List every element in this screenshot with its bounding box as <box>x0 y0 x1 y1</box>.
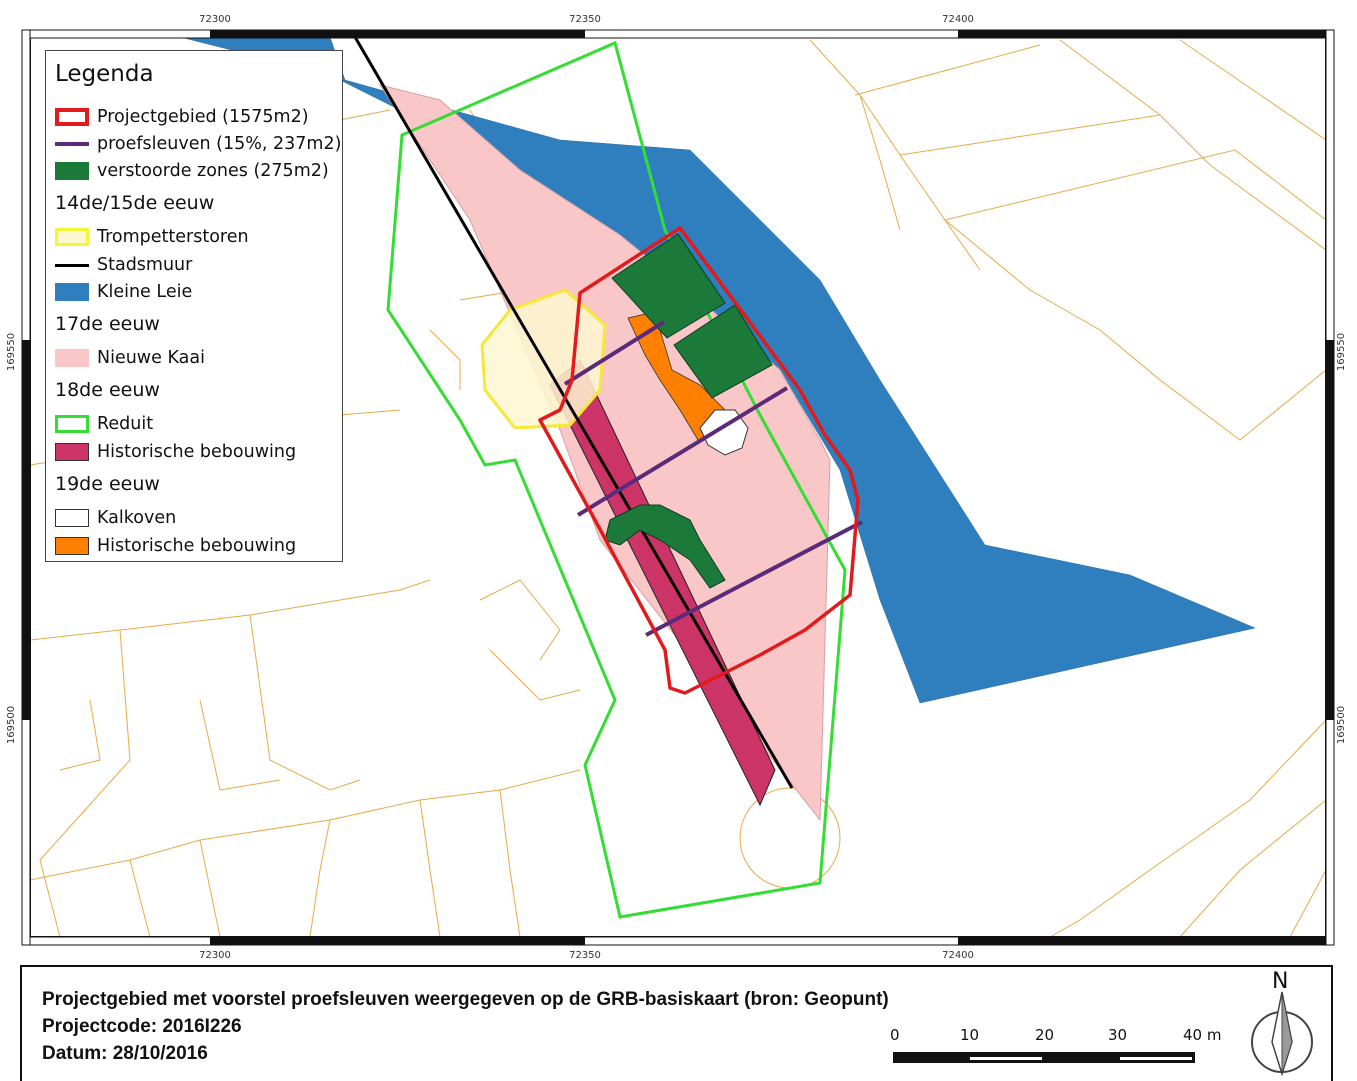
project-area <box>538 226 860 695</box>
legend-label: Reduit <box>97 414 154 434</box>
trench-swatch <box>55 142 89 146</box>
tower-swatch <box>55 228 89 246</box>
water-swatch <box>55 283 89 301</box>
legend-label: verstoorde zones (275m2) <box>97 161 329 181</box>
legend-item-trenches: proefsleuven (15%, 237m2) <box>55 132 341 156</box>
coord-left-0: 169550 <box>6 333 17 371</box>
legend-title: Legenda <box>55 61 154 87</box>
coord-top-0: 72300 <box>199 14 231 25</box>
legend-label: Historische bebouwing <box>97 442 297 462</box>
legend-label: Projectgebied (1575m2) <box>97 107 309 127</box>
scale-label-30: 30 <box>1108 1026 1128 1044</box>
coord-right-1: 169500 <box>1336 706 1347 744</box>
legend-label: Historische bebouwing <box>97 536 297 556</box>
disturbed-zones <box>604 233 773 589</box>
map-date: Datum: 28/10/2016 <box>42 1043 208 1064</box>
stadsmuur <box>353 36 794 789</box>
historic19-swatch <box>55 537 89 555</box>
scale-label-0: 0 <box>890 1026 900 1044</box>
historic18-swatch <box>55 443 89 461</box>
wall-swatch <box>55 263 89 267</box>
legend-item-tower: Trompetterstoren <box>55 225 249 249</box>
legend-label: Trompetterstoren <box>97 227 249 247</box>
legend-item-project: Projectgebied (1575m2) <box>55 105 309 129</box>
coord-bottom-1: 72350 <box>569 950 601 961</box>
legend-label: Kalkoven <box>97 508 177 528</box>
coord-top-2: 72400 <box>942 14 974 25</box>
kaai-swatch <box>55 349 89 367</box>
legend-item-disturbed: verstoorde zones (275m2) <box>55 159 329 183</box>
coord-left-1: 169500 <box>6 706 17 744</box>
coord-right-0: 169550 <box>1336 333 1347 371</box>
legend-item-water: Kleine Leie <box>55 280 192 304</box>
legend-heading-14c: 14de/15de eeuw <box>55 192 215 214</box>
legend-label: Nieuwe Kaai <box>97 348 205 368</box>
coord-bottom-0: 72300 <box>199 950 231 961</box>
scale-label-20: 20 <box>1035 1026 1055 1044</box>
legend-item-kaai: Nieuwe Kaai <box>55 346 205 370</box>
legend-item-historic18: Historische bebouwing <box>55 440 296 464</box>
legend-label: proefsleuven (15%, 237m2) <box>97 134 342 154</box>
trenches <box>563 320 863 637</box>
project-area-swatch <box>55 108 89 126</box>
legend-item-reduit: Reduit <box>55 412 153 436</box>
legend-item-wall: Stadsmuur <box>55 253 192 277</box>
reduit-swatch <box>55 415 89 433</box>
map-title: Projectgebied met voorstel proefsleuven … <box>42 989 889 1010</box>
north-label: N <box>1272 969 1289 994</box>
scale-label-10: 10 <box>960 1026 980 1044</box>
disturbed-swatch <box>55 162 89 180</box>
coord-bottom-2: 72400 <box>942 950 974 961</box>
legend-heading-18c: 18de eeuw <box>55 379 160 401</box>
legend-heading-19c: 19de eeuw <box>55 473 160 495</box>
legend-item-historic19: Historische bebouwing <box>55 534 296 558</box>
legend-label: Stadsmuur <box>97 255 193 275</box>
legend-item-kalkoven: Kalkoven <box>55 506 176 530</box>
legend-panel: Legenda Projectgebied (1575m2) proefsleu… <box>45 50 343 562</box>
legend-heading-17c: 17de eeuw <box>55 313 160 335</box>
graticule-band <box>21 29 1335 946</box>
project-code: Projectcode: 2016I226 <box>42 1016 242 1037</box>
scale-bar <box>893 1052 1195 1063</box>
coord-top-1: 72350 <box>569 14 601 25</box>
north-arrow-icon <box>1251 991 1313 1077</box>
legend-label: Kleine Leie <box>97 282 193 302</box>
scale-label-40: 40 m <box>1183 1026 1222 1044</box>
kalkoven-swatch <box>55 509 89 527</box>
